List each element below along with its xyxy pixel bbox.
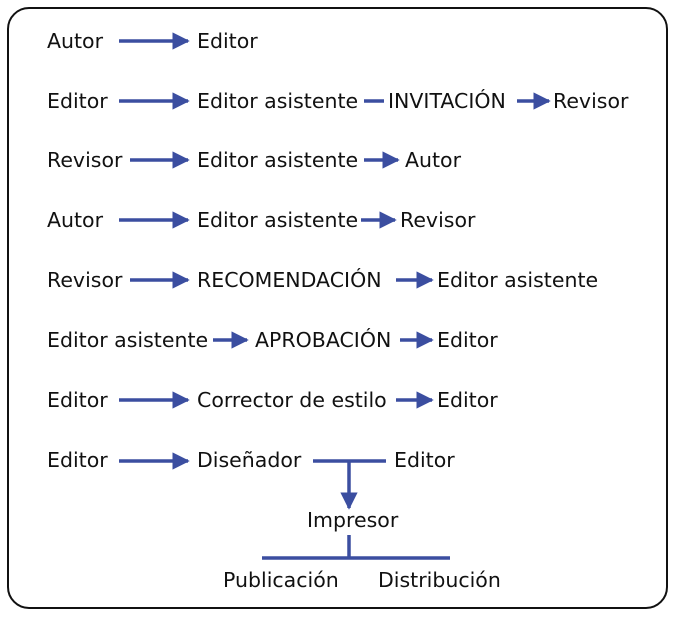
row2-mid-label: Editor asistente	[197, 89, 359, 113]
row2-to-label: Revisor	[553, 89, 629, 113]
row6-from-label: Editor asistente	[47, 328, 209, 352]
row4-mid-label: Editor asistente	[197, 208, 359, 232]
row3-to-label: Autor	[405, 148, 462, 172]
row5-mid-label: RECOMENDACIÓN	[197, 268, 382, 292]
row4-from-label: Autor	[47, 208, 104, 232]
row3-from-label: Revisor	[47, 148, 123, 172]
row8-from-label: Editor	[47, 448, 108, 472]
publication-label: Publicación	[223, 568, 339, 592]
row1-to-label: Editor	[197, 29, 258, 53]
row8-mid-label: Diseñador	[197, 448, 302, 472]
row6-to-label: Editor	[437, 328, 498, 352]
row5-to-label: Editor asistente	[437, 268, 599, 292]
row7-mid-label: Corrector de estilo	[197, 388, 387, 412]
row3-mid-label: Editor asistente	[197, 148, 359, 172]
row2-from-label: Editor	[47, 89, 108, 113]
printer-label: Impresor	[307, 508, 399, 532]
row6-mid-label: APROBACIÓN	[255, 328, 392, 352]
row1-from-label: Autor	[47, 29, 104, 53]
row2-stage-label: INVITACIÓN	[388, 89, 506, 113]
row4-to-label: Revisor	[400, 208, 476, 232]
row8-to-label: Editor	[394, 448, 455, 472]
distribution-label: Distribución	[378, 568, 501, 592]
row7-to-label: Editor	[437, 388, 498, 412]
row7-from-label: Editor	[47, 388, 108, 412]
row5-from-label: Revisor	[47, 268, 123, 292]
diagram-frame	[7, 7, 668, 609]
